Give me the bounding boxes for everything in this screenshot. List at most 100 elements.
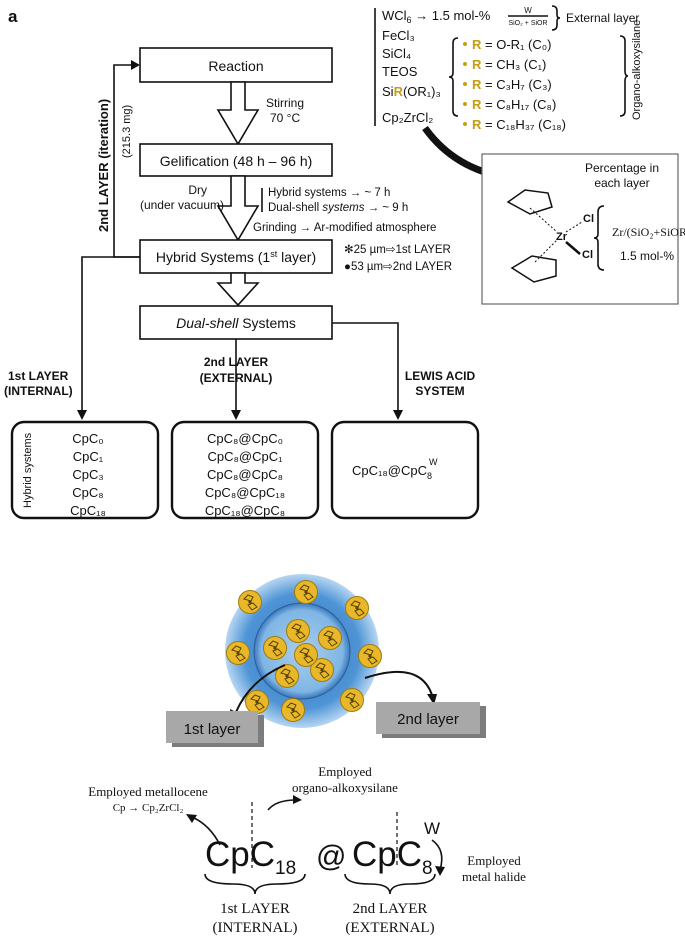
organo-alkoxysilane-notation: organo-alkoxysilane	[292, 780, 398, 795]
hollow-arrow-2	[216, 175, 260, 242]
second-layer-branch-label: 2nd LAYER	[204, 355, 269, 369]
fraction-denominator: SiO₂ + SiOR	[508, 20, 547, 27]
dual-shell-item: CpC₈@CpC₈	[207, 467, 283, 482]
grinding-label: Grinding → Ar-modified atmosphere	[253, 222, 436, 234]
gelification-node: Gelification (48 h – 96 h)	[139, 143, 333, 177]
r-group-item: R = C₈H₁₇ (C₈)	[472, 97, 556, 112]
hollow-arrow-1	[216, 81, 260, 146]
dual-shell-item: CpC₈@CpC₁	[208, 449, 284, 464]
first-layer-notation: 1st LAYER	[220, 901, 290, 917]
reaction-node: Reaction	[139, 47, 333, 83]
employed-organo-label: Employed	[318, 764, 372, 779]
fraction-numerator: W	[524, 6, 532, 15]
r-group-item: R = C₃H₇ (C₃)	[472, 77, 552, 92]
first-layer-pointer	[235, 664, 286, 713]
zr-box-title: Percentage in	[585, 161, 659, 175]
notation-explanation: Employed metallocene Cp → Cp₂ZrCl₂ Emplo…	[88, 764, 526, 936]
reagent-wcl6: WCl6 → 1.5 mol-%	[382, 8, 491, 25]
branch-first-layer	[81, 256, 140, 412]
hybrid-systems-label: Hybrid Systems (1st layer)	[156, 249, 316, 265]
cl-atom-label-1: Cl	[583, 213, 594, 225]
r-group-item: R = O-R₁ (C₀)	[472, 37, 551, 52]
gelification-label: Gelification (48 h – 96 h)	[160, 153, 313, 169]
external-brace	[551, 5, 561, 31]
branch-lewis-arrowhead	[393, 410, 403, 420]
hybrid-dry-time: Hybrid systems → ~ 7 h	[268, 187, 390, 199]
hollow-arrow-3	[216, 272, 260, 307]
zr-brace	[593, 205, 605, 271]
metal-halide-label: metal halide	[462, 869, 526, 884]
organo-brace-right	[619, 35, 629, 117]
zr-box-title-2: each layer	[594, 176, 649, 190]
r-group-item: R = CH₃ (C₁)	[472, 57, 546, 72]
dualshell-dry-time: Dual-shell systems → ~ 9 h	[268, 202, 408, 214]
zirconocene-structure-icon	[506, 189, 583, 283]
dry-label: Dry	[188, 183, 207, 197]
hybrid-systems-node: Hybrid Systems (1st layer)	[139, 239, 333, 274]
second-layer-pointer	[364, 670, 433, 696]
lewis-branch-label: LEWIS ACID	[405, 369, 476, 383]
branch-first-arrowhead	[77, 410, 87, 420]
stirring-label: Stirring	[266, 96, 304, 110]
reagent-fecl3: FeCl₃	[382, 28, 415, 43]
second-layer-external: (EXTERNAL)	[345, 920, 434, 936]
second-layer-notation: 2nd LAYER	[353, 901, 428, 917]
r-group-item: R = C₁₈H₃₇ (C₁₈)	[472, 117, 566, 132]
external-layer-label: External layer	[566, 11, 639, 25]
second-layer-branch-sub: (EXTERNAL)	[200, 371, 273, 385]
reagent-teos: TEOS	[382, 64, 418, 79]
branch-second-arrowhead	[231, 410, 241, 420]
first-layer-internal: (INTERNAL)	[213, 920, 298, 936]
second-layer-brace	[344, 873, 436, 895]
hybrid-list: CpC₀ CpC₁ CpC₃ CpC₈ CpC₁₈	[70, 431, 106, 518]
iteration-loop-line	[113, 64, 140, 258]
employed-halide-label: Employed	[467, 853, 521, 868]
zr-ratio-label: Zr/(SiO₂+SiOR)	[612, 225, 685, 239]
iteration-arrowhead	[131, 60, 140, 70]
dry-sub-label: (under vacuum)	[140, 198, 224, 212]
at-sign: @	[316, 840, 346, 873]
dual-shell-label: Dual-shell Systems	[176, 315, 296, 331]
halide-pointer	[431, 839, 443, 871]
lewis-acid-box	[330, 420, 480, 520]
dual-shell-node: Dual-shell Systems	[139, 305, 333, 340]
zirconocene-box: Percentage in each layer Zr Cl Cl Zr/(Si…	[481, 153, 685, 305]
dual-shell-item: CpC₈@CpC₁₈	[205, 485, 285, 500]
iteration-label: 2nd LAYER (iteration)	[96, 99, 111, 232]
first-layer-branch-sub: (INTERNAL)	[4, 384, 73, 398]
hybrid-systems-vertical-label: Hybrid systems	[22, 432, 34, 508]
zr-mol-label: 1.5 mol-%	[620, 249, 674, 263]
cp-first: CpC18	[205, 835, 296, 879]
branch-lewis	[332, 322, 399, 412]
organo-pointer	[267, 799, 297, 811]
dual-shell-item: CpC₈@CpC₀	[207, 431, 283, 446]
first-layer-tag: 1st layer	[166, 711, 264, 747]
reaction-label: Reaction	[208, 58, 263, 74]
hybrid-systems-list-box	[10, 420, 160, 520]
dual-shell-item: CpC₁₈@CpC₈	[205, 503, 285, 518]
cp-second: CpC8	[352, 835, 433, 879]
lewis-branch-sub: SYSTEM	[415, 384, 464, 398]
iteration-mass: (215.3 mg)	[121, 105, 133, 158]
particle-size-1: ✻25 µm⇨1st LAYER	[344, 244, 451, 256]
cl-atom-label-2: Cl	[582, 249, 593, 261]
second-layer-tag: 2nd layer	[376, 702, 486, 738]
stirring-temp: 70 °C	[270, 111, 300, 125]
r-group-list: R = O-R₁ (C₀) R = CH₃ (C₁) R = C₃H₇ (C₃)…	[463, 37, 566, 132]
first-layer-brace	[204, 873, 306, 895]
metallocene-formula: Cp → Cp₂ZrCl₂	[113, 802, 184, 814]
hybrid-item: CpC₀	[72, 431, 103, 446]
dual-shell-list-box	[170, 420, 320, 520]
reagents-list: WCl6 → 1.5 mol-% W SiO₂ + SiOR External …	[374, 5, 643, 126]
hybrid-item: CpC₈	[72, 485, 103, 500]
first-layer-tag-label: 1st layer	[184, 721, 241, 738]
reagent-sir: SiR(OR₁)₃	[382, 84, 441, 99]
organo-brace	[448, 37, 459, 117]
hybrid-item: CpC₃	[72, 467, 103, 482]
second-layer-tag-label: 2nd layer	[397, 711, 459, 728]
reagent-sicl4: SiCl₄	[382, 46, 411, 61]
lewis-acid-item: CpC₁₈@CpC8W	[352, 457, 438, 481]
reagent-cp2zrcl2: Cp₂ZrCl₂	[382, 110, 433, 125]
particle-size-2: ●53 µm⇨2nd LAYER	[344, 261, 452, 273]
